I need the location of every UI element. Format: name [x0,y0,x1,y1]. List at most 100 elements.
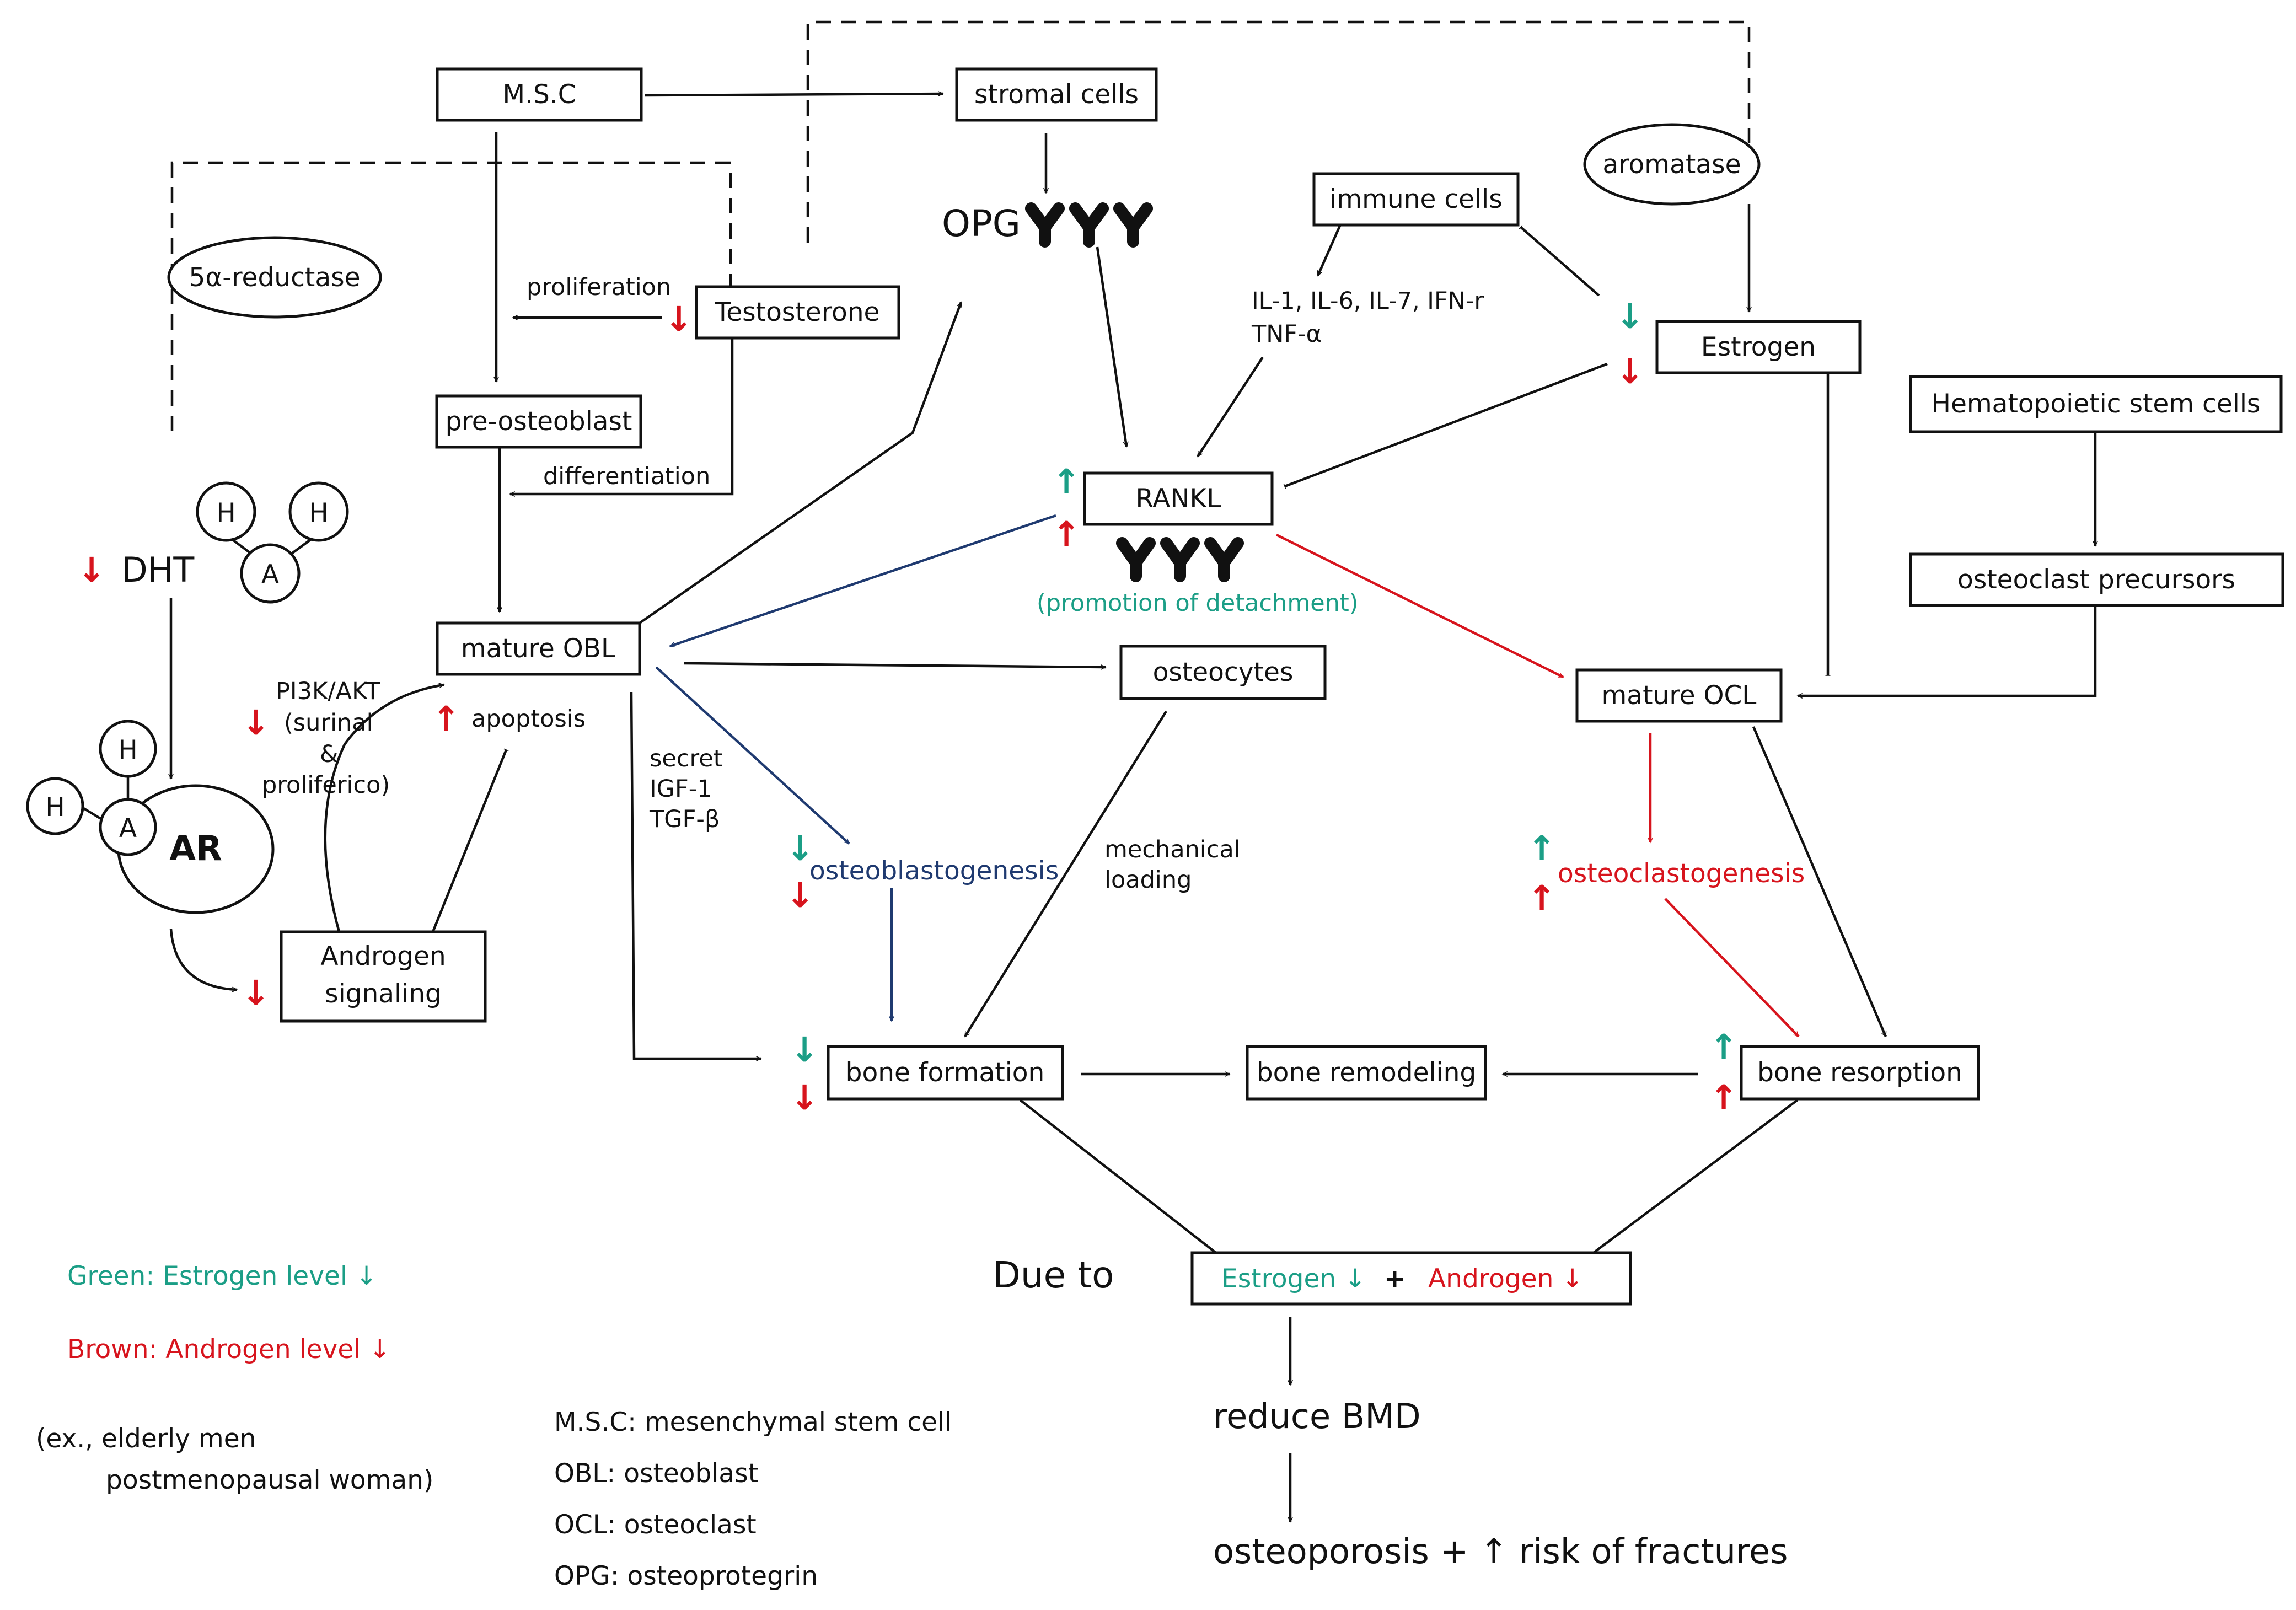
arrow-signaling-pi3k [324,683,445,932]
legend: Green: Estrogen level ↓ Brown: Androgen … [36,1261,433,1495]
formation-green-down-marker: ↓ [790,1029,819,1070]
dht-a-label: A [261,560,279,590]
reduce-bmd-label: reduce BMD [1213,1396,1421,1436]
dht-h-1-label: H [216,498,235,528]
arrow-rankl-matureocl [1275,533,1564,679]
edge-labels: proliferation differentiation IL-1, IL-6… [262,273,1805,1571]
osteoblastogenesis-red-down-marker: ↓ [786,875,814,915]
ar-a-label: A [119,813,137,844]
secret-label-2: IGF-1 [650,775,712,803]
androgen-signaling-label-2: signaling [325,979,442,1009]
rankl-green-up-marker: ↑ [1052,461,1081,502]
arrow-matureobl-boneformation [630,691,762,1062]
apoptosis-label: apoptosis [471,705,586,733]
estrogen-green-down-marker: ↓ [1616,296,1644,336]
arrow-ar-signaling [169,929,238,992]
arrow-rankl-matureobl [669,514,1056,648]
due-to-node[interactable]: Estrogen ↓ + Androgen ↓ [1190,1251,1632,1306]
immune-cells-node[interactable]: immune cells [1312,172,1520,227]
secret-label-3: TGF-β [649,806,720,833]
bond-ar-2 [82,807,105,822]
legend-brown: Brown: Androgen level ↓ [67,1334,391,1365]
preosteoblast-label: pre-osteoblast [446,406,632,437]
androgen-signaling-node[interactable]: Androgen signaling [280,930,487,1023]
opg-label: OPG [942,202,1021,245]
plus-label: + [1384,1264,1406,1294]
ar-h-atom-2 [26,777,84,835]
dht-down-marker: ↓ [77,550,106,590]
osteocytes-node[interactable]: osteocytes [1119,645,1327,700]
mature-ocl-label: mature OCL [1602,680,1757,711]
rankl-receptor-icon [1116,537,1244,582]
immune-cells-label: immune cells [1329,184,1502,214]
testosterone-down-marker: ↓ [664,299,693,339]
ocl-precursors-label: osteoclast precursors [1957,565,2235,595]
ar-h-2-label: H [45,792,65,823]
osteoclastogenesis-red-up-marker: ↑ [1527,878,1556,918]
bone-resorption-label: bone resorption [1757,1058,1962,1088]
arrow-testosterone-differentiation [509,337,734,497]
apoptosis-up-marker: ↑ [432,699,460,739]
bone-formation-node[interactable]: bone formation [827,1045,1064,1101]
estrogen-red-down-marker: ↓ [1616,351,1644,391]
arrow-precursors-matureocl [1796,607,2097,699]
reductase-node[interactable]: 5α-reductase [167,236,382,319]
arrow-cytokines-rankl [1197,356,1264,458]
androgen-down-label: Androgen ↓ [1428,1264,1584,1294]
arrow-matureocl-resorption [1752,726,1887,1038]
dht-h-atom-2 [288,481,349,542]
formation-red-down-marker: ↓ [790,1077,819,1118]
abbreviation-item: OBL: osteoblast [554,1458,758,1489]
ar-a-atom [99,798,157,856]
dashed-loop-aromatase [806,20,1751,243]
stromal-cells-node[interactable]: stromal cells [955,67,1158,122]
bone-resorption-node[interactable]: bone resorption [1740,1045,1980,1101]
osteoblastogenesis-green-down-marker: ↓ [786,828,814,868]
arrow-matureobl-testosterone [639,301,963,624]
inhibit-estrogen-rankl [1283,362,1608,489]
bone-remodeling-node[interactable]: bone remodeling [1246,1045,1487,1101]
testosterone-node[interactable]: Testosterone [695,285,900,340]
msc-label: M.S.C [502,79,576,110]
mature-ocl-node[interactable]: mature OCL [1575,668,1783,723]
ocl-precursors-node[interactable]: osteoclast precursors [1909,552,2284,607]
legend-example-1: (ex., elderly men [36,1424,256,1454]
inhibit-signaling-apoptosis [431,748,509,932]
preosteoblast-node[interactable]: pre-osteoblast [435,394,642,449]
abbreviation-item: M.S.C: mesenchymal stem cell [554,1407,952,1437]
estrogen-node[interactable]: Estrogen [1655,320,1862,374]
pi3k-down-marker: ↓ [242,702,270,743]
arrow-matureobl-osteocytes [683,662,1107,670]
legend-green: Green: Estrogen level ↓ [67,1261,377,1291]
inhibit-estrogen-immune [1519,225,1600,297]
nodes: M.S.C stromal cells OPG immune cells aro… [167,67,2284,1306]
dashed-loop-reductase [170,161,732,441]
mechanical-label-1: mechanical [1104,836,1241,863]
bone-formation-label: bone formation [846,1058,1045,1088]
reductase-label: 5α-reductase [189,262,360,293]
opg-node[interactable]: OPG [942,202,1153,248]
ar-h-atom-1 [99,720,157,778]
level-markers: ↓ ↓ ↓ ↑ ↓ ↓ ↓ ↑ ↑ ↓ ↓ ↑ ↑ ↓ ↓ ↑ ↑ [77,296,1738,1118]
arrow-osteoclastogenesis-resorption [1664,898,1800,1038]
mechanical-label-2: loading [1104,866,1192,894]
cytokines-label-2: TNF-α [1251,320,1322,348]
detachment-label: (promotion of detachment) [1037,589,1359,617]
arrow-immune-cytokines [1316,223,1343,277]
ar-h-1-label: H [118,735,137,765]
rankl-red-up-marker: ↑ [1052,514,1081,554]
hsc-node[interactable]: Hematopoietic stem cells [1909,375,2283,433]
dht-molecule: H H A [196,481,349,604]
mature-obl-node[interactable]: mature OBL [436,621,641,676]
bone-remodeling-label: bone remodeling [1257,1058,1476,1088]
proliferation-label: proliferation [527,273,671,301]
msc-node[interactable]: M.S.C [436,67,643,122]
aromatase-node[interactable]: aromatase [1583,123,1761,206]
testosterone-label: Testosterone [715,297,880,328]
legend-example-2: postmenopausal woman) [106,1465,433,1495]
androgen-signaling-label-1: Androgen [320,941,446,972]
rankl-node[interactable]: RANKL [1083,471,1274,582]
resorption-red-up-marker: ↑ [1709,1077,1738,1118]
dht-a-atom [240,543,301,604]
pi3k-label-1: PI3K/AKT [276,678,380,705]
